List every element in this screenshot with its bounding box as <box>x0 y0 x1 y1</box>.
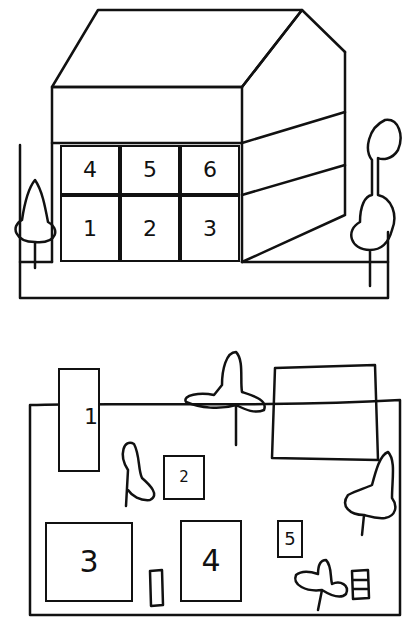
callout-number: 2 <box>179 470 189 485</box>
tree <box>295 560 347 610</box>
callout-number: 5 <box>284 530 295 548</box>
building-footprint <box>272 365 378 460</box>
tree <box>345 452 395 535</box>
site-box: 3 <box>45 522 133 602</box>
tree <box>16 180 56 268</box>
roof <box>52 10 302 87</box>
ground-line <box>20 145 388 298</box>
callout-number: 1 <box>84 406 98 428</box>
callout-number: 6 <box>203 159 217 181</box>
floor-line <box>52 112 345 143</box>
site-box: 2 <box>163 455 205 500</box>
callout-number: 2 <box>143 218 157 240</box>
callout-number: 4 <box>83 159 97 181</box>
window-cell: 1 <box>60 195 120 262</box>
small-object <box>150 570 163 606</box>
callout-number: 3 <box>79 547 98 577</box>
tree <box>123 443 154 506</box>
window-cell: 6 <box>180 145 240 195</box>
window-cell: 5 <box>120 145 180 195</box>
window-cell: 4 <box>60 145 120 195</box>
site-box: 5 <box>277 520 303 558</box>
window-cell: 3 <box>180 195 240 262</box>
site-box: 4 <box>180 520 242 602</box>
callout-number: 3 <box>203 218 217 240</box>
side-wall <box>242 52 345 262</box>
site-box: 1 <box>58 368 100 472</box>
gable <box>242 10 345 87</box>
callout-number: 5 <box>143 159 157 181</box>
window-cell: 2 <box>120 195 180 262</box>
callout-number: 1 <box>83 218 97 240</box>
floor-line <box>242 165 345 195</box>
callout-number: 4 <box>201 546 220 576</box>
small-object <box>352 570 369 599</box>
tree <box>185 352 264 445</box>
tree <box>351 120 400 286</box>
front-wall <box>52 87 242 262</box>
